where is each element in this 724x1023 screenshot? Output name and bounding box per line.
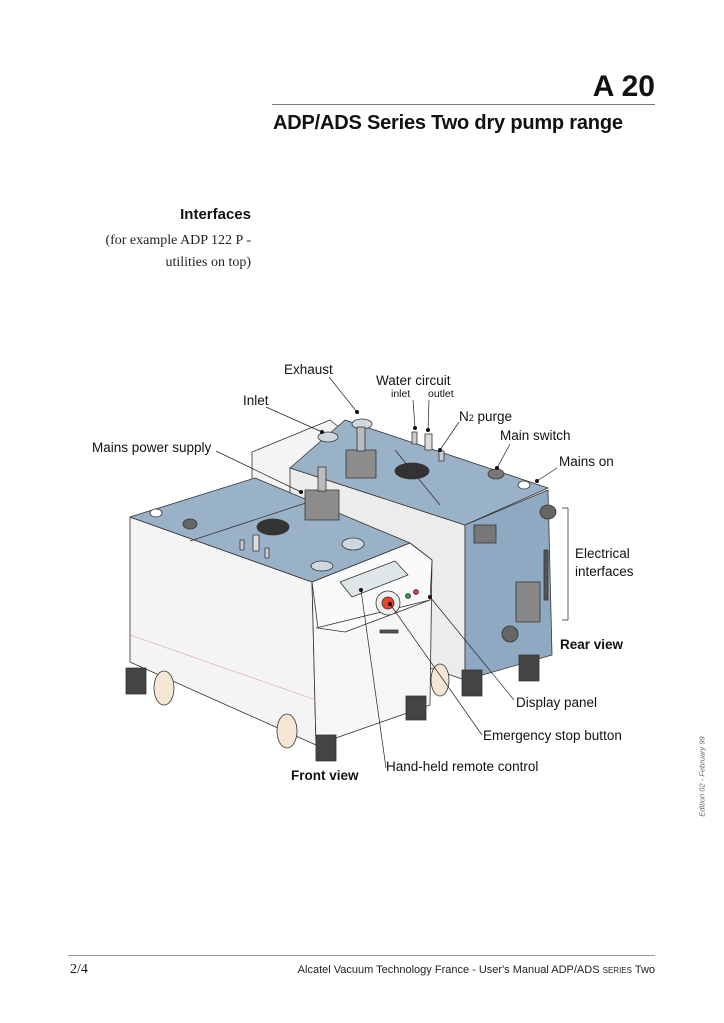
label-mains-on: Mains on <box>559 454 614 469</box>
label-main-switch: Main switch <box>500 428 571 443</box>
rear-connector <box>473 524 497 544</box>
page-title: ADP/ADS Series Two dry pump range <box>273 112 623 134</box>
edition-note: Edition 02 - February 99 <box>697 736 707 817</box>
label-electrical-interfaces-1: Electrical <box>575 546 630 561</box>
label-water-circuit: Water circuit <box>376 373 451 388</box>
rear-panel-plate <box>515 581 541 623</box>
label-n2-purge: N2 purge <box>459 409 513 424</box>
page-number: 2/4 <box>70 962 88 977</box>
footer-manual-title: Alcatel Vacuum Technology France - User'… <box>297 964 655 976</box>
section-description-line2: utilities on top) <box>165 255 251 270</box>
leader-lines <box>215 376 569 769</box>
label-water-outlet: outlet <box>428 388 454 400</box>
label-exhaust: Exhaust <box>284 362 333 377</box>
document-code: A 20 <box>592 70 655 103</box>
label-display-panel: Display panel <box>516 695 598 710</box>
label-inlet: Inlet <box>243 393 269 408</box>
leader-dots <box>299 410 539 606</box>
label-mains-power-supply: Mains power supply <box>92 440 212 455</box>
section-description-line1: (for example ADP 122 P - <box>105 233 251 248</box>
section-title: Interfaces <box>180 206 251 223</box>
display-panel <box>339 560 409 598</box>
footer-rule <box>68 955 655 956</box>
label-water-inlet: inlet <box>391 388 411 400</box>
label-rear-view: Rear view <box>560 637 624 652</box>
label-emergency-stop: Emergency stop button <box>483 728 622 743</box>
label-electrical-interfaces-2: interfaces <box>575 564 634 579</box>
label-remote-control: Hand-held remote control <box>386 759 539 774</box>
header-rule <box>272 104 655 105</box>
label-front-view: Front view <box>291 768 359 783</box>
rear-cable-gland <box>539 504 557 520</box>
